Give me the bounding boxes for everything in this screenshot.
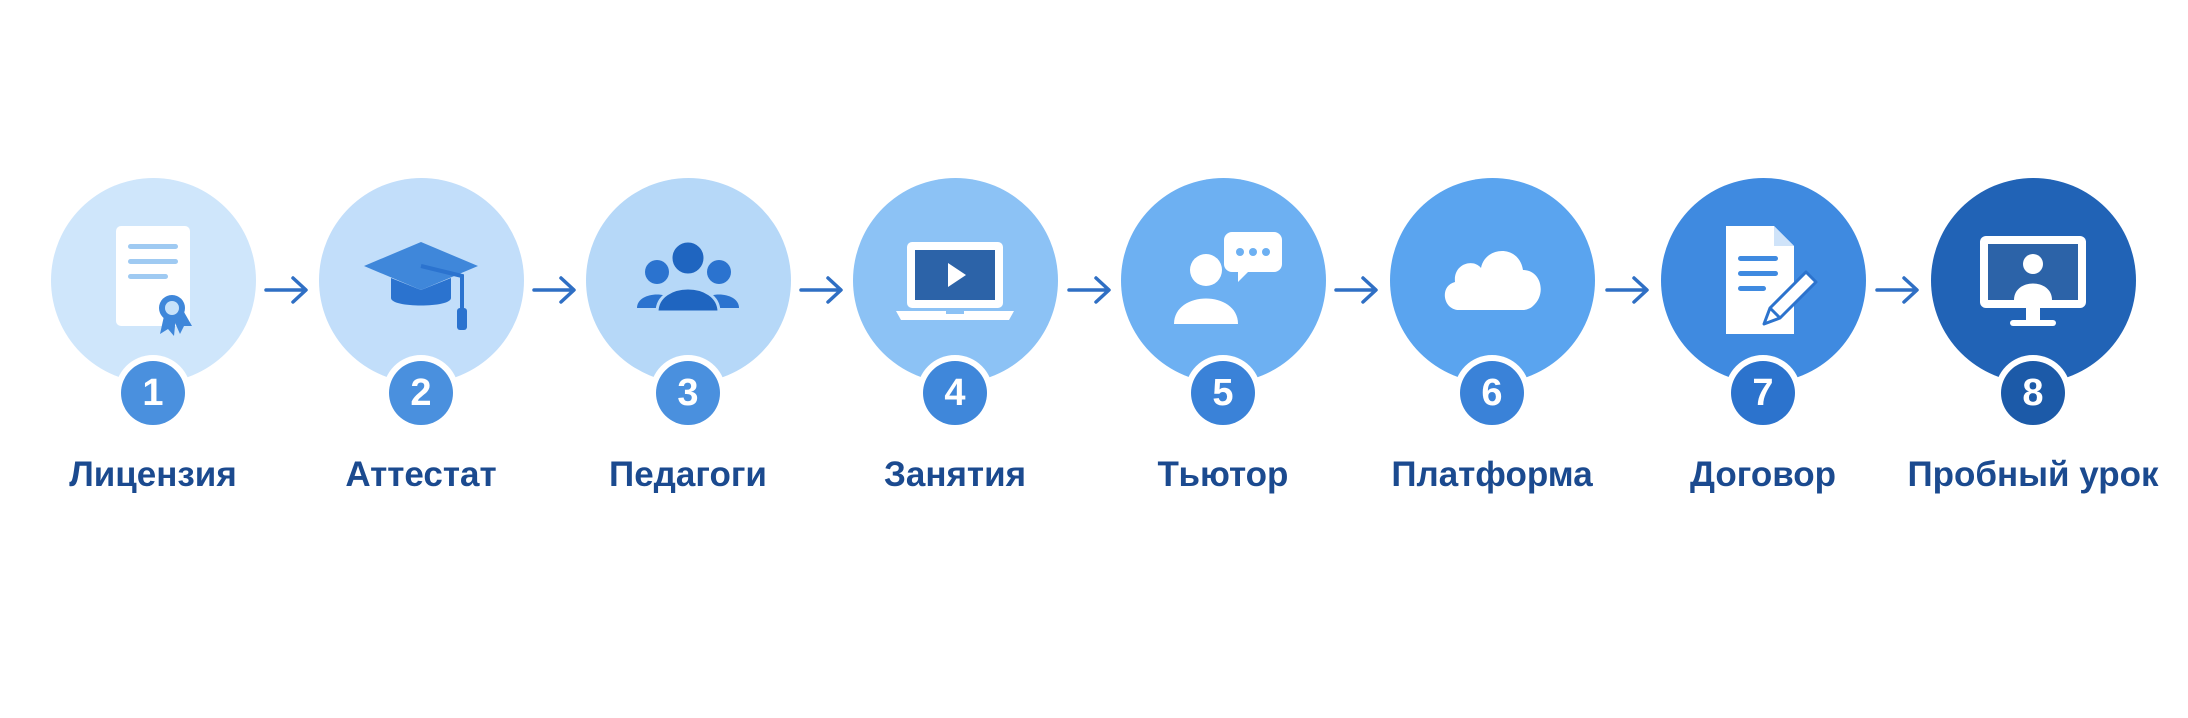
step-8: 8 Пробный урок (1873, 178, 2188, 495)
laptop-video-icon (896, 241, 1014, 320)
step-7: 7 Договор (1603, 178, 1923, 495)
step-6: 6 Платформа (1332, 178, 1652, 495)
step-6-number-badge: 6 (1454, 355, 1530, 431)
arrow-right-icon (799, 276, 843, 304)
step-3-circle (585, 178, 791, 383)
step-4-circle (852, 178, 1058, 383)
step-6-label: Платформа (1391, 455, 1593, 494)
step-6-circle (1389, 178, 1595, 383)
arrow-right-icon (1334, 276, 1378, 304)
arrow-right-icon (1067, 276, 1111, 304)
step-7-circle (1660, 178, 1866, 383)
step-5-label: Тьютор (1157, 455, 1289, 494)
step-2: 2 Аттестат (261, 178, 581, 495)
step-1-number: 1 (121, 361, 185, 425)
step-5-number: 5 (1191, 361, 1255, 425)
monitor-lesson-icon (1980, 235, 2086, 326)
certificate-icon (116, 225, 192, 336)
step-1: 1 Лицензия (0, 178, 313, 495)
step-4: 4 Занятия (795, 178, 1115, 495)
step-2-circle (318, 178, 524, 383)
step-6-number: 6 (1460, 361, 1524, 425)
tutor-chat-icon (1174, 231, 1282, 324)
step-2-number: 2 (389, 361, 453, 425)
step-3-number-badge: 3 (650, 355, 726, 431)
people-group-icon (637, 239, 739, 313)
contract-pen-icon (1726, 225, 1818, 334)
step-8-label: Пробный урок (1907, 455, 2159, 494)
step-2-number-badge: 2 (383, 355, 459, 431)
step-1-label: Лицензия (69, 455, 237, 494)
step-8-circle (1930, 178, 2136, 383)
step-3-number: 3 (656, 361, 720, 425)
step-3: 3 Педагоги (528, 178, 848, 495)
step-4-number: 4 (923, 361, 987, 425)
step-2-label: Аттестат (345, 455, 497, 494)
arrow-right-icon (264, 276, 308, 304)
step-7-label: Договор (1689, 455, 1837, 494)
step-1-circle (50, 178, 256, 383)
step-8-number-badge: 8 (1995, 355, 2071, 431)
step-3-label: Педагоги (609, 455, 767, 494)
step-4-label: Занятия (883, 455, 1027, 494)
step-7-number: 7 (1731, 361, 1795, 425)
step-4-number-badge: 4 (917, 355, 993, 431)
cloud-icon (1444, 250, 1541, 310)
graduation-cap-icon (364, 241, 478, 330)
step-5: 5 Тьютор (1063, 178, 1383, 495)
arrow-right-icon (1875, 276, 1919, 304)
step-7-number-badge: 7 (1725, 355, 1801, 431)
step-5-circle (1120, 178, 1326, 383)
step-5-number-badge: 5 (1185, 355, 1261, 431)
arrow-right-icon (532, 276, 576, 304)
step-8-number: 8 (2001, 361, 2065, 425)
arrow-right-icon (1605, 276, 1649, 304)
step-1-number-badge: 1 (115, 355, 191, 431)
